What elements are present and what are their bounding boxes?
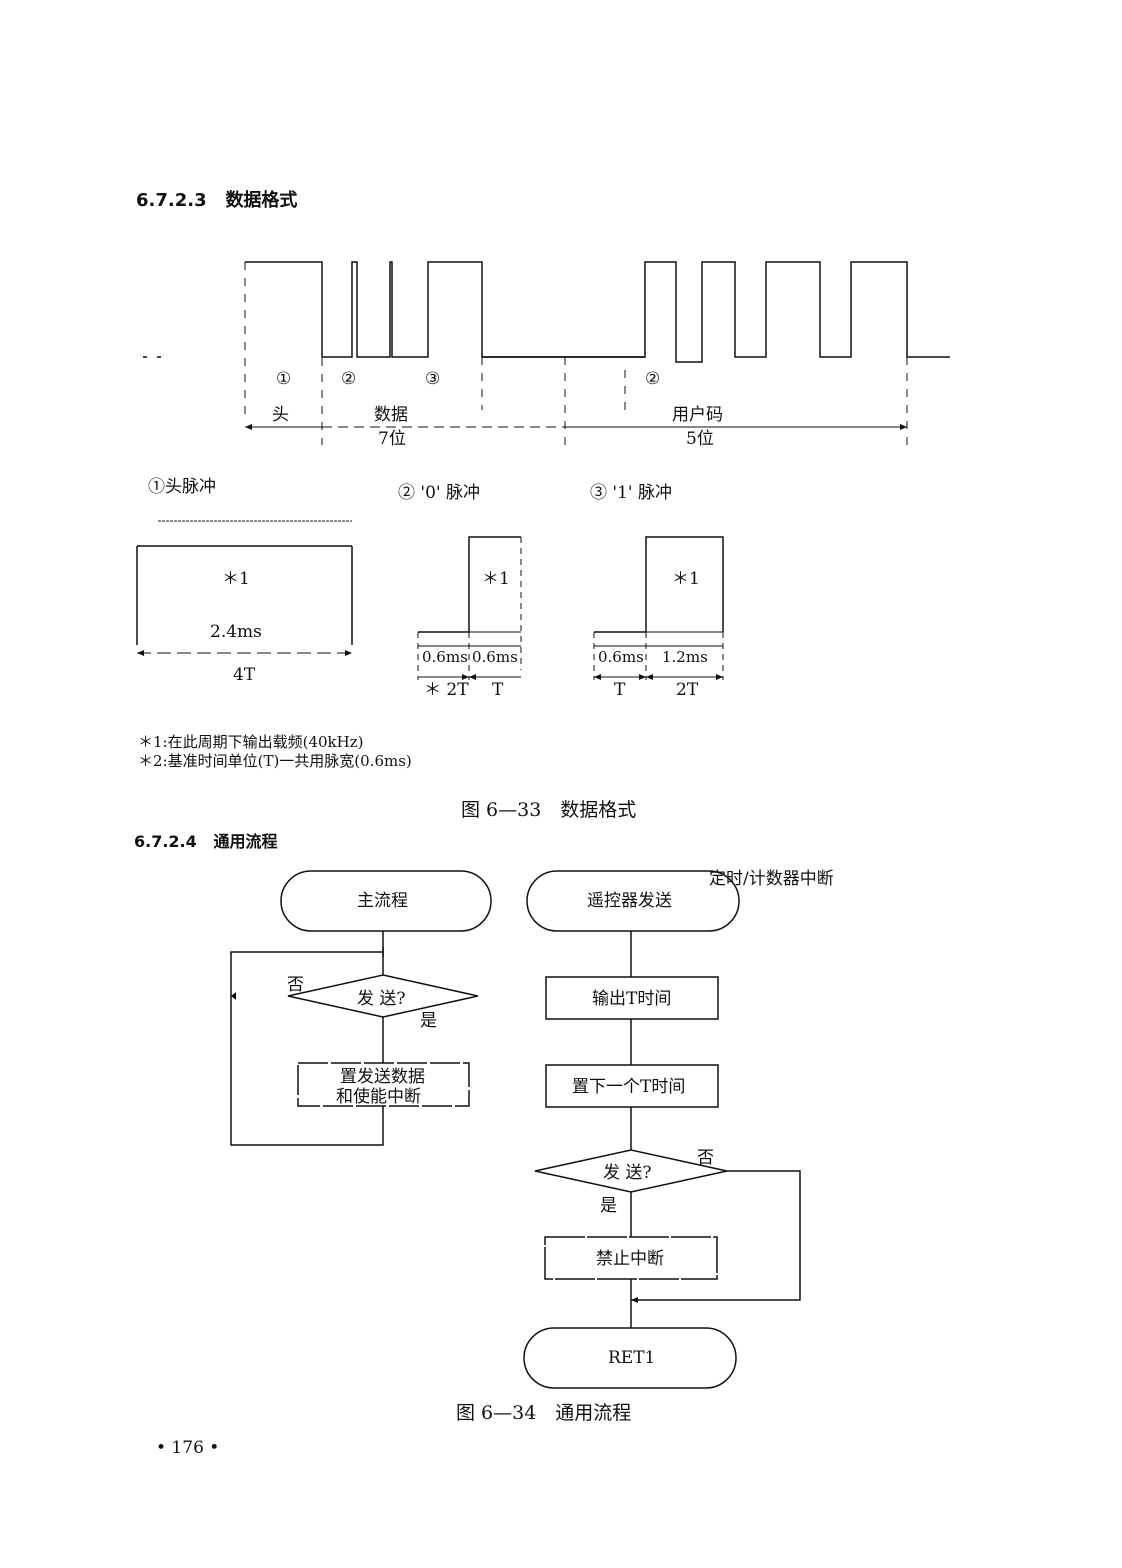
- main-terminal-shape: [280, 870, 492, 932]
- end-terminal-shape: [523, 1327, 737, 1389]
- zero-pulse-title: ② '0' 脉冲: [398, 483, 480, 503]
- main-yes-label: 是: [420, 1011, 437, 1031]
- zero-pulse-low: 0.6ms: [422, 648, 468, 666]
- section-number-2: 6.7.2.4: [134, 832, 197, 851]
- end-text: RET1: [608, 1348, 655, 1368]
- section-heading-2: 6.7.2.4 通用流程: [134, 828, 278, 852]
- remote-yes-label: 是: [600, 1196, 617, 1216]
- zero-pulse-high: 0.6ms: [472, 648, 518, 666]
- waveform-line: [245, 261, 950, 363]
- start-pulse-period: 4T: [233, 665, 256, 685]
- interrupt-label: 定时/计数器中断: [709, 869, 834, 889]
- remote-no-label: 否: [697, 1148, 714, 1168]
- one-pulse-high-t: 2T: [676, 680, 699, 700]
- one-pulse-star: ＊1: [672, 569, 700, 589]
- one-pulse-low-t: T: [614, 680, 626, 700]
- figure-33-caption: 图 6—33 数据格式: [461, 799, 637, 821]
- one-pulse-high: 1.2ms: [662, 648, 708, 666]
- section-title: 数据格式: [225, 190, 298, 211]
- one-pulse-low: 0.6ms: [598, 648, 644, 666]
- main-no-label: 否: [287, 975, 304, 995]
- section-number: 6.7.2.3: [136, 190, 207, 211]
- remote-title: 遥控器发送: [587, 891, 672, 911]
- one-pulse-title: ③ '1' 脉冲: [590, 483, 672, 503]
- marker-2: ②: [341, 369, 356, 389]
- note-1: ＊1:在此周期下输出载频(40kHz): [138, 733, 364, 751]
- user-code-bits: 5位: [686, 429, 714, 449]
- marker-3: ③: [425, 369, 440, 389]
- remote-decision-text: 发 送?: [603, 1163, 652, 1183]
- step2-shape: [545, 1064, 719, 1108]
- figure-34-caption: 图 6—34 通用流程: [456, 1402, 632, 1424]
- main-decision-text: 发 送?: [357, 989, 406, 1009]
- user-code-label: 用户码: [672, 405, 723, 425]
- data-label: 数据: [374, 405, 408, 425]
- step1-text: 输出T时间: [592, 989, 671, 1009]
- figure-notes: ＊1:在此周期下输出载频(40kHz) ＊2:基准时间单位(T)一共用脉宽(0.…: [138, 733, 412, 771]
- step2-text: 置下一个T时间: [572, 1077, 685, 1097]
- main-title: 主流程: [357, 891, 408, 911]
- note-2: ＊2:基准时间单位(T)一共用脉宽(0.6ms): [138, 752, 412, 770]
- step3-text: 禁止中断: [596, 1249, 664, 1269]
- data-bits: 7位: [378, 429, 406, 449]
- section-title-2: 通用流程: [213, 832, 278, 851]
- main-action-line2: 和使能中断: [336, 1086, 421, 1107]
- marker-1: ①: [276, 369, 291, 389]
- zero-pulse-star: ＊1: [482, 569, 510, 589]
- start-pulse-title: ①头脉冲: [148, 477, 216, 497]
- zero-pulse-low-t: ＊ 2T: [424, 680, 469, 700]
- remote-terminal-shape: [526, 870, 740, 932]
- start-pulse-star: ＊1: [222, 569, 250, 589]
- section-heading: 6.7.2.3 数据格式: [136, 186, 297, 212]
- start-pulse-duration: 2.4ms: [210, 622, 262, 642]
- step1-shape: [545, 976, 719, 1020]
- main-action-line1: 置发送数据: [340, 1067, 425, 1087]
- page-number: • 176 •: [156, 1438, 220, 1458]
- marker-2b: ②: [645, 369, 660, 389]
- zero-pulse-high-t: T: [492, 680, 504, 700]
- head-label: 头: [272, 405, 289, 425]
